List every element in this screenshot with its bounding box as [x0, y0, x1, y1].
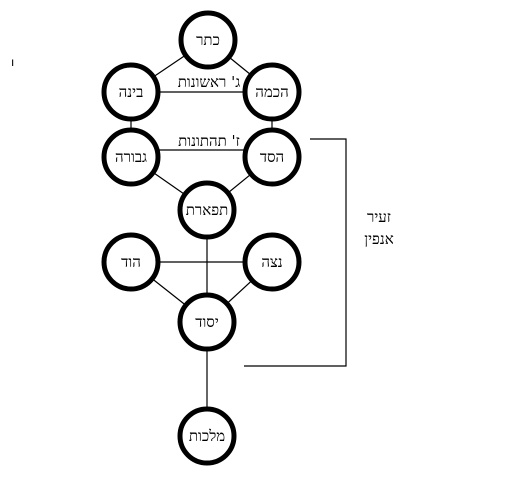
node-keter-label: כתר — [196, 31, 220, 49]
node-malchut: מלכות — [177, 406, 237, 466]
zeir-anpin-bracket — [244, 138, 347, 367]
node-tiferet: תפארת — [177, 180, 237, 240]
lower-seven-label: ז' תהתונות — [178, 132, 240, 150]
zeir-anpin-label-line2: אנפין — [364, 230, 394, 248]
node-netzach: נצה — [242, 232, 302, 292]
node-netzach-label: נצה — [261, 253, 282, 271]
node-yesod: יסוד — [177, 292, 237, 352]
node-malchut-label: מלכות — [189, 427, 225, 445]
zeir-anpin-label-line1: זעיר — [367, 208, 391, 226]
node-tiferet-label: תפארת — [186, 201, 229, 219]
node-hod: הוד — [101, 232, 161, 292]
node-chesed-label: הסד — [260, 148, 284, 166]
node-yesod-label: יסוד — [195, 313, 219, 331]
node-binah: בינה — [101, 62, 161, 122]
node-hod-label: הוד — [121, 253, 141, 271]
node-binah-label: בינה — [119, 83, 144, 101]
upper-three-label: ג' ראשונות — [178, 73, 241, 91]
stray-mark: ו — [11, 55, 14, 69]
node-gevurah-label: גבורה — [115, 148, 147, 166]
node-keter: כתר — [178, 10, 238, 70]
node-chochmah-label: הכמה — [255, 83, 288, 101]
node-gevurah: גבורה — [101, 127, 161, 187]
node-chochmah: הכמה — [242, 62, 302, 122]
node-chesed: הסד — [242, 127, 302, 187]
